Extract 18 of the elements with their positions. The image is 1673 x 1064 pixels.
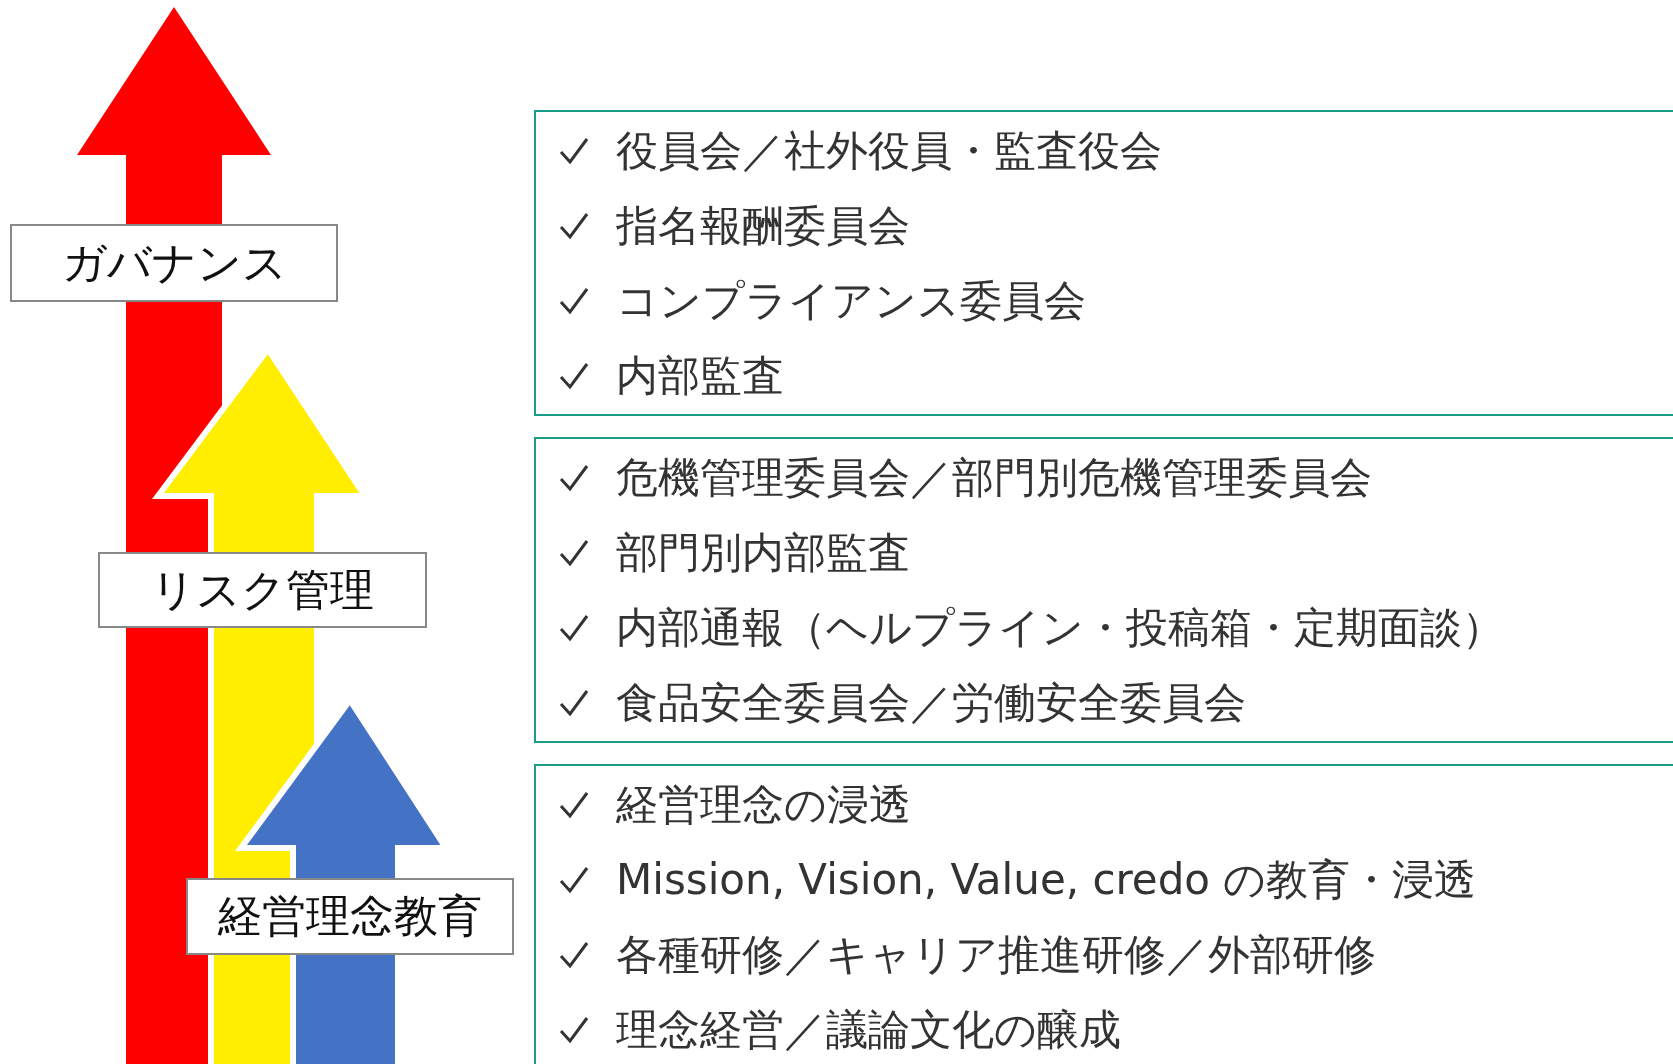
list-item-text: 内部監査 [616, 349, 784, 402]
measures-panel [534, 110, 1673, 416]
category-label: ガバナンス [10, 224, 338, 302]
list-item-text: 役員会／社外役員・監査役会 [616, 124, 1162, 177]
list-item-text: 食品安全委員会／労働安全委員会 [616, 676, 1246, 729]
category-label: リスク管理 [98, 552, 427, 628]
list-item-text: 理念経営／議論文化の醸成 [616, 1003, 1121, 1056]
list-item-text: コンプライアンス委員会 [616, 274, 1086, 327]
list-item-text: 部門別内部監査 [616, 526, 910, 579]
list-item-text: Mission, Vision, Value, credo の教育・浸透 [616, 853, 1477, 906]
measures-panel [534, 437, 1673, 743]
list-item-text: 指名報酬委員会 [616, 199, 910, 252]
list-item-text: 危機管理委員会／部門別危機管理委員会 [616, 451, 1372, 504]
measures-panel [534, 764, 1673, 1064]
category-label: 経営理念教育 [186, 878, 514, 955]
list-item-text: 経営理念の浸透 [616, 778, 911, 831]
list-item-text: 各種研修／キャリア推進研修／外部研修 [616, 928, 1376, 981]
list-item-text: 内部通報（ヘルプライン・投稿箱・定期面談） [616, 601, 1504, 654]
